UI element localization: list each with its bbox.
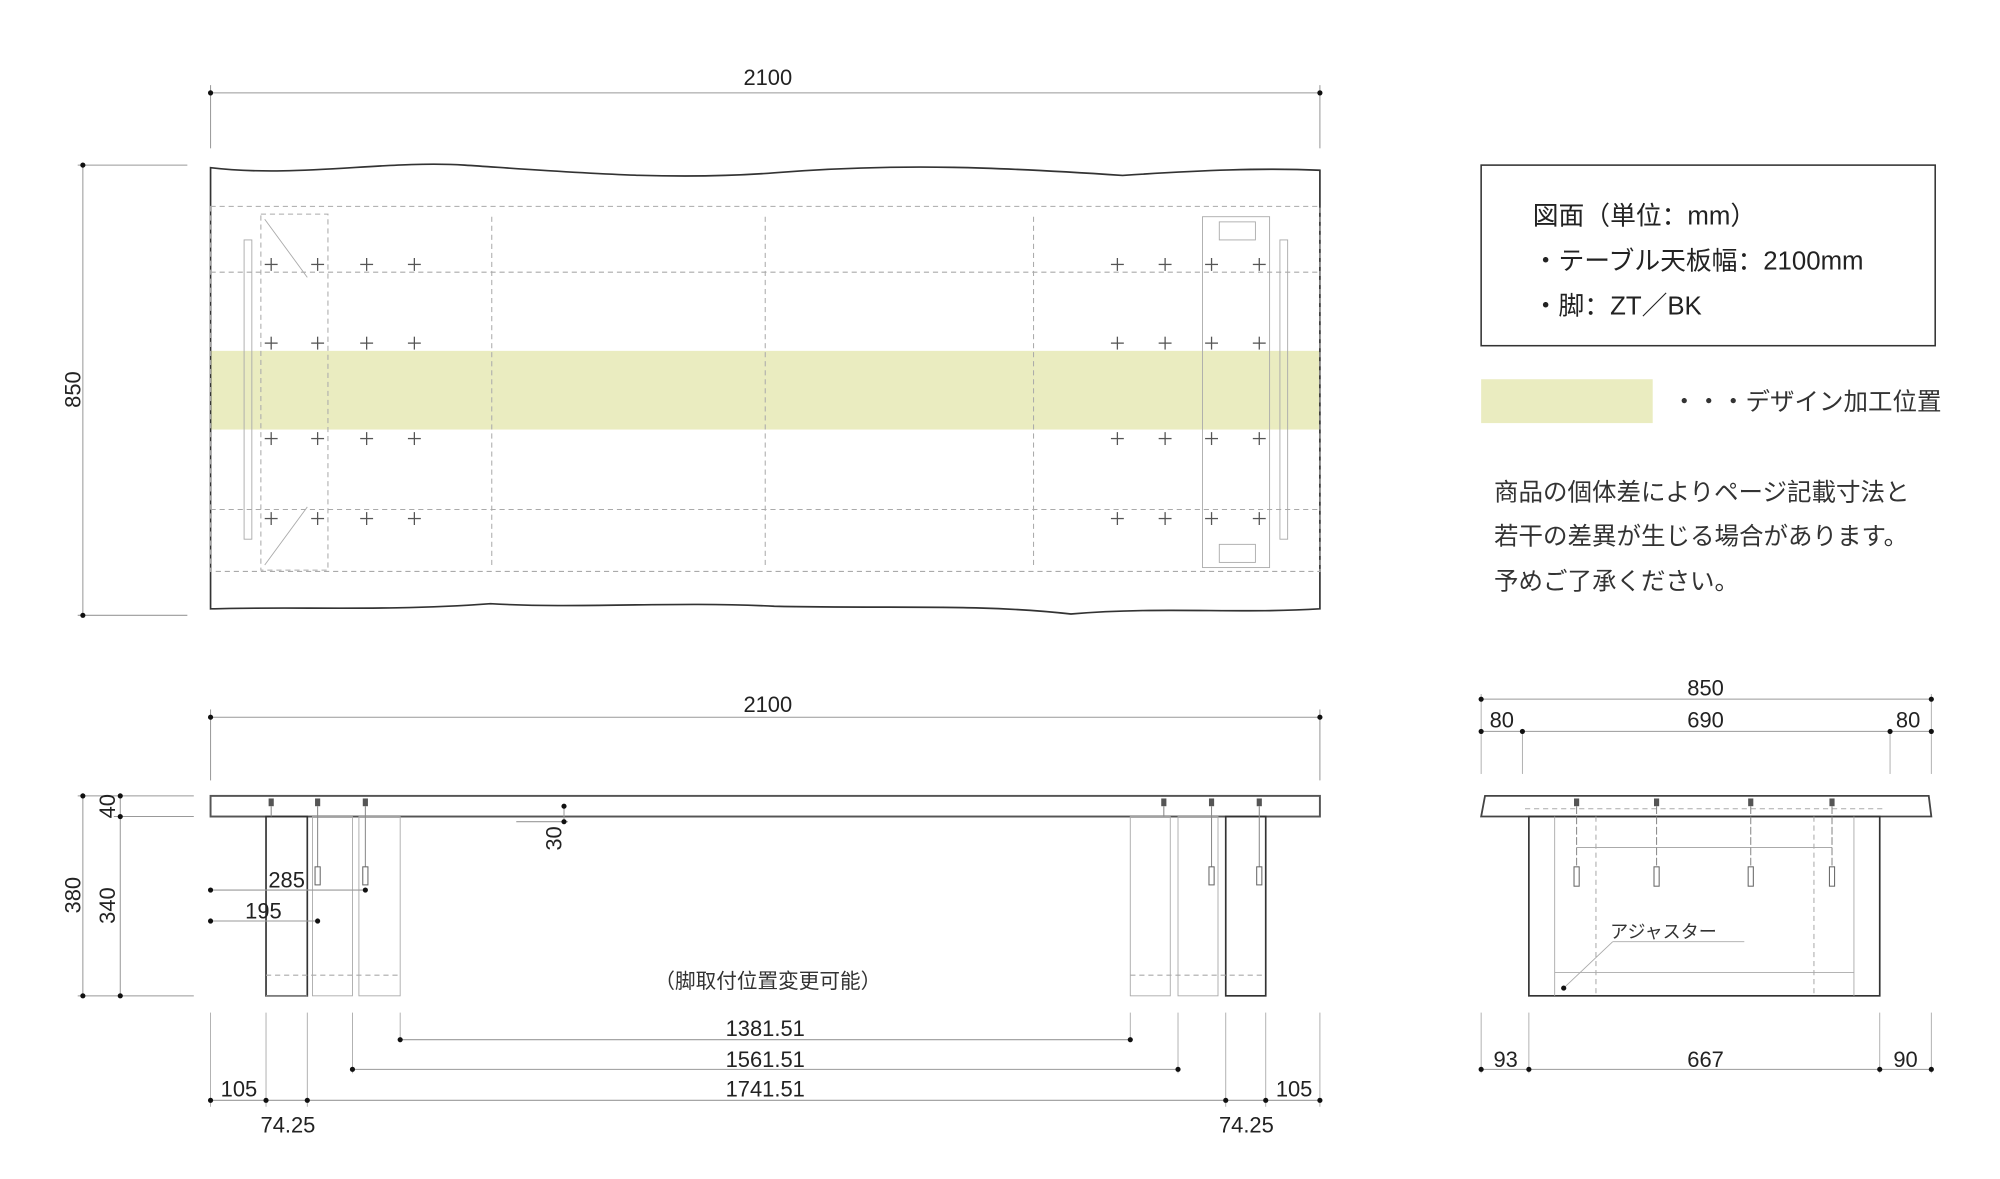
screw-mark-icon [360, 336, 374, 350]
note-line-1: 商品の個体差によりページ記載寸法と [1494, 478, 1910, 506]
adjuster-label: アジャスター [1610, 922, 1717, 942]
span-inner-label: 1381.51 [726, 1016, 805, 1041]
top-depth-dimension: 850 [60, 162, 188, 618]
screw-mark-icon [1252, 336, 1266, 350]
height-dimensions: 40 340 380 [60, 793, 194, 999]
span-outer-label: 1741.51 [726, 1076, 805, 1101]
screw-mark-icon [1158, 257, 1172, 271]
info-box: 図面（単位：mm） ・テーブル天板幅：2100mm ・脚：ZT／BK [1480, 164, 1936, 347]
top-width-label: 2100 [743, 65, 792, 90]
apron-depth-label: 30 [541, 826, 566, 850]
right-leg-width-label: 74.25 [1219, 1113, 1274, 1138]
inner-width-label: 690 [1687, 708, 1724, 733]
bolt-icon [1573, 798, 1580, 887]
disclaimer-note: 商品の個体差によりページ記載寸法と 若干の差異が生じる場合があります。 予めご了… [1494, 478, 1910, 595]
screw-mark-icon [1205, 512, 1218, 526]
screw-mark-icon [407, 512, 421, 526]
leg-span-label: 667 [1687, 1047, 1724, 1072]
screw-mark-icon [264, 432, 278, 446]
bolts [268, 798, 1263, 886]
apron-dimension: 30 [516, 803, 568, 851]
front-legs [265, 815, 1267, 997]
side-bolts [1573, 798, 1836, 887]
fixing-details [210, 213, 1320, 571]
legend-label: ・・・デザイン加工位置 [1672, 388, 1941, 416]
span-mid-label: 1561.51 [726, 1047, 805, 1072]
bolt-icon [314, 798, 321, 886]
front-view: 2100 40 340 380 [60, 692, 1323, 1138]
bolt-icon [1747, 798, 1754, 887]
bolt-icon [1161, 798, 1167, 817]
screw-mark-icon [264, 336, 278, 350]
screw-mark-icon [1158, 432, 1172, 446]
info-line-units: 図面（単位：mm） [1533, 201, 1756, 230]
info-line-width: ・テーブル天板幅：2100mm [1533, 247, 1864, 276]
screw-mark-icon [1205, 336, 1218, 350]
screw-mark-icon [1252, 512, 1266, 526]
left-leg-width-label: 74.25 [261, 1113, 316, 1138]
front-width-dimension: 2100 [207, 692, 1323, 781]
total-height-label: 380 [60, 877, 85, 914]
info-line-legs: ・脚：ZT／BK [1533, 292, 1702, 321]
screw-mark-icon [1110, 336, 1124, 350]
screw-mark-icon [360, 432, 374, 446]
screw-mark-icon [1252, 432, 1266, 446]
screw-mark-icon [1158, 512, 1172, 526]
screw-mark-icon [311, 432, 325, 446]
side-tabletop [1480, 794, 1933, 818]
screw-mark-icon [360, 512, 374, 526]
leg-height-label: 340 [95, 887, 120, 924]
screw-mark-icon [1110, 257, 1124, 271]
left-offset-label: 105 [221, 1076, 258, 1101]
overhang-right-label: 80 [1896, 708, 1920, 733]
note-line-2: 若干の差異が生じる場合があります。 [1494, 522, 1908, 550]
screw-mark-icon [407, 336, 421, 350]
screw-mark-icon [311, 336, 325, 350]
leg-position-note: （脚取付位置変更可能） [654, 970, 881, 993]
bolt-icon [1208, 798, 1215, 886]
top-depth-label: 850 [60, 371, 85, 408]
leg-span-dimensions: 1381.51 1561.51 1741.51 105 105 74.25 74… [207, 1012, 1323, 1138]
top-view: 2100 850 [60, 65, 1323, 618]
adjuster-callout: アジャスター [1561, 922, 1745, 991]
bolt-icon [1653, 798, 1660, 887]
dim-285-label: 285 [268, 867, 305, 892]
dim-195-label: 195 [245, 898, 282, 923]
side-leg-frame [1528, 815, 1881, 997]
leg-offset-dimensions: 285 195 [207, 867, 368, 924]
front-width-label: 2100 [743, 692, 792, 717]
leg-offset-right-label: 90 [1893, 1047, 1917, 1072]
bolt-icon [268, 798, 274, 817]
side-view: 850 80 690 80 アジャスター [1478, 675, 1934, 1074]
side-leg-dimensions: 93 667 90 [1478, 1012, 1934, 1074]
side-top-dimensions: 850 80 690 80 [1478, 675, 1934, 774]
screw-mark-icon [360, 257, 374, 271]
note-line-3: 予めご了承ください。 [1494, 568, 1739, 596]
screw-mark-icon [311, 257, 325, 271]
bolt-icon [362, 798, 369, 886]
leg-offset-left-label: 93 [1493, 1047, 1517, 1072]
screw-mark-icon [1205, 432, 1218, 446]
screw-mark-icon [1252, 257, 1266, 271]
screw-mark-icon [264, 257, 278, 271]
screw-mark-icon [407, 432, 421, 446]
bolt-icon [1828, 798, 1836, 887]
leg-frame-outline [210, 205, 1321, 572]
screw-mark-icon [264, 512, 278, 526]
front-tabletop [209, 794, 1321, 818]
overhang-left-label: 80 [1490, 708, 1514, 733]
top-thickness-label: 40 [95, 794, 120, 818]
top-width-dimension: 2100 [207, 65, 1323, 149]
screw-mark-icon [1110, 512, 1124, 526]
screw-mark-icon [1158, 336, 1172, 350]
bolt-icon [1256, 798, 1263, 886]
legend-swatch [1481, 379, 1653, 424]
side-depth-label: 850 [1687, 675, 1724, 700]
screw-mark-icon [1110, 432, 1124, 446]
screw-mark-icon [311, 512, 325, 526]
right-offset-label: 105 [1276, 1076, 1313, 1101]
screw-mark-icon [407, 257, 421, 271]
legend: ・・・デザイン加工位置 [1481, 379, 1942, 424]
screw-mark-icon [1205, 257, 1218, 271]
